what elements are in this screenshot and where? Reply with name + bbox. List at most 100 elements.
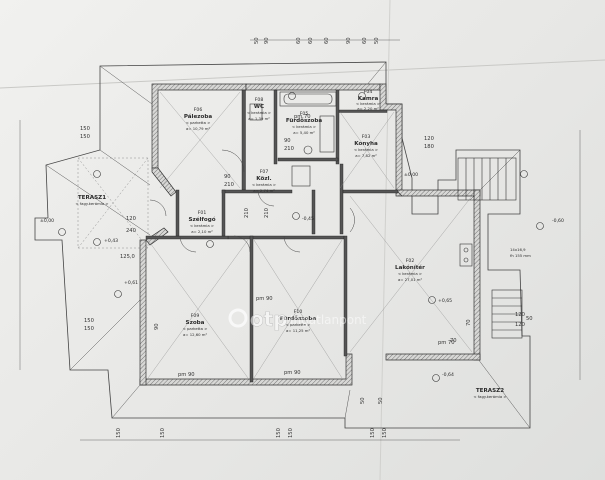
entrance-stairs xyxy=(457,157,523,339)
room-area: a= 11,25 m² xyxy=(286,328,310,333)
roof-projection-lines xyxy=(45,61,531,429)
room-area: a= 2,20 m² xyxy=(357,106,379,111)
level-value: -0,64 xyxy=(442,372,454,378)
room-guide-lines xyxy=(147,91,473,379)
dim-left: 90 xyxy=(154,323,160,330)
dim-top: 60 xyxy=(362,37,368,44)
room-code: F01 xyxy=(198,210,207,216)
dim-bottom: 150 xyxy=(276,428,282,438)
dim-top: 50 xyxy=(254,37,260,44)
dim-inner: 210 xyxy=(224,182,234,188)
dim-inner: 210 xyxy=(244,208,250,218)
bathroom-fixtures xyxy=(249,91,473,267)
dim-right: 70 xyxy=(466,319,472,326)
level-value: +0,65 xyxy=(438,298,452,304)
room-area: a= 27,01 m² xyxy=(398,277,422,282)
level-value: +0,43 xyxy=(104,238,118,244)
room-code: F04 xyxy=(364,89,373,95)
terrace-labels: TERASZ1 < fagy.kerámia > TERASZ2 < fagy.… xyxy=(75,195,506,399)
dimension-lines xyxy=(19,39,581,441)
room-area: a= 12,60 m² xyxy=(183,332,207,337)
stair-label: 14x16,9 xyxy=(510,247,526,252)
dim-left: 240 xyxy=(126,228,136,234)
watermark: otp Ingatlanpont xyxy=(228,307,367,331)
room-area: a= 1,39 m² xyxy=(248,116,270,121)
room-code: F08 xyxy=(255,97,264,103)
terrace-outline xyxy=(34,61,531,429)
room-name: WC xyxy=(254,104,264,110)
room-floor: < kerámia > xyxy=(190,223,214,228)
room-name: Konyha xyxy=(354,141,378,147)
level-value: -0,60 xyxy=(552,218,564,224)
dim-top: 60 xyxy=(308,37,314,44)
level-texts: ±0,00 +0,43 -0,45 -0,60 +0,65 -0,64 +0,6… xyxy=(40,172,564,378)
stair-sub: fh 155 mm xyxy=(510,253,531,258)
dim-top: 60 xyxy=(324,37,330,44)
room-code: F03 xyxy=(362,134,371,140)
terrace1-area xyxy=(77,157,149,249)
dim-right: 120 xyxy=(515,312,525,318)
dim-left: 150 xyxy=(84,318,94,324)
dim-inner: pm 90 xyxy=(284,370,301,376)
room-area: a= 2,10 m² xyxy=(191,229,213,234)
room-name: Lakónítér xyxy=(395,264,425,271)
dim-inner: pm 90 xyxy=(178,372,195,378)
dim-top: 90 xyxy=(264,37,270,44)
room-floor: < kerámia > xyxy=(292,124,316,129)
room-floor: < kerámia > xyxy=(356,101,380,106)
watermark-text: Ingatlanpont xyxy=(290,313,367,327)
room-code: F09 xyxy=(191,313,200,319)
room-code: F02 xyxy=(406,258,415,264)
level-value: -0,45 xyxy=(302,216,314,222)
dim-inner: 210 xyxy=(264,208,270,218)
dim-inner: 210 xyxy=(284,146,294,152)
level-value: ±0,00 xyxy=(40,218,54,224)
room-floor: < parketta > xyxy=(186,120,211,125)
room-code: F07 xyxy=(260,169,269,175)
room-floor: < kerámia > xyxy=(354,147,378,152)
room-name: Közl. xyxy=(256,176,271,182)
dim-right: 70 xyxy=(450,338,457,344)
dim-top: 50 xyxy=(374,37,380,44)
dim-inner: pm 70 xyxy=(294,114,311,120)
room-name: Szélfogó xyxy=(188,216,215,223)
exterior-walls xyxy=(139,83,481,386)
interior-walls xyxy=(145,89,399,383)
dim-bottom: 50 xyxy=(378,397,384,404)
dim-bottom: 150 xyxy=(370,428,376,438)
level-markers xyxy=(58,92,544,382)
terrace-name: TERASZ2 xyxy=(476,388,504,394)
dim-bottom: 50 xyxy=(360,397,366,404)
terrace-name: TERASZ1 xyxy=(78,195,106,201)
room-floor: < parketta > xyxy=(183,326,208,331)
dim-left: 150 xyxy=(80,126,90,132)
room-code: F10 xyxy=(294,309,303,315)
room-floor: < kerámia > xyxy=(252,182,276,187)
room-name: Szoba xyxy=(186,320,205,326)
dim-inner: pm 70 xyxy=(438,340,455,346)
room-area: a= 5,40 m² xyxy=(293,130,315,135)
dim-inner: 90 xyxy=(224,174,231,180)
dim-right: 120 xyxy=(515,322,525,328)
terrace-floor: < fagy.kerámia > xyxy=(473,394,506,399)
dim-bottom: 150 xyxy=(116,428,122,438)
dimension-texts: 50 90 60 60 60 90 60 50 150 150 150 150 … xyxy=(80,37,533,438)
dim-left: 125,0 xyxy=(120,254,135,260)
dim-right: 120 xyxy=(424,136,434,142)
room-floor: < kerámia > xyxy=(398,271,422,276)
watermark-brand: otp xyxy=(250,307,288,331)
room-area: a= 2,74 m² xyxy=(253,188,275,193)
dim-top: 90 xyxy=(346,37,352,44)
door-swings xyxy=(149,149,355,253)
dim-left: 150 xyxy=(80,134,90,140)
dim-inner: pm 90 xyxy=(256,296,273,302)
room-name: Fürdőszoba xyxy=(286,118,323,124)
terrace-floor: < fagy.kerámia > xyxy=(75,201,108,206)
level-value: +0,61 xyxy=(124,280,138,286)
dim-right: 50 xyxy=(526,316,533,322)
paper-fold-line xyxy=(0,59,605,89)
room-floor: < kerámia > xyxy=(247,110,271,115)
dim-inner: 90 xyxy=(284,138,291,144)
